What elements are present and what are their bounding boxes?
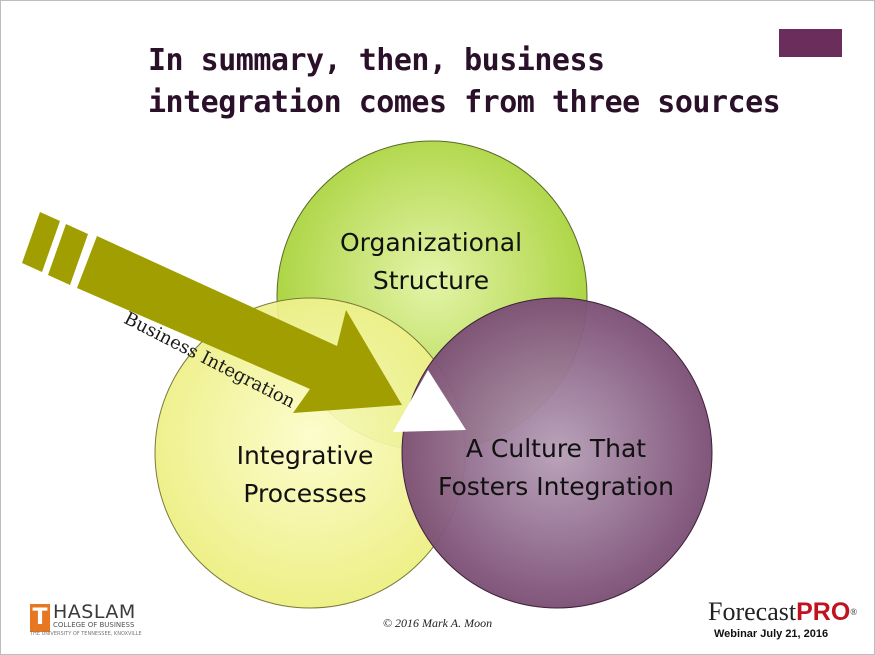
label-integrative-processes: Integrative Processes	[190, 437, 420, 513]
circle-culture-integration	[401, 297, 713, 609]
haslam-logo: T HASLAM COLLEGE OF BUSINESS THE UNIVERS…	[30, 602, 150, 638]
label-organizational-structure: Organizational Structure	[296, 224, 566, 300]
haslam-name: HASLAM	[53, 601, 136, 623]
forecastpro-logo: ForecastPRO® Webinar July 21, 2016	[708, 598, 857, 644]
forecastpro-brand: ForecastPRO®	[708, 597, 858, 627]
forecastpro-brand-b: PRO	[796, 598, 851, 626]
haslam-subtitle: COLLEGE OF BUSINESS	[53, 621, 135, 629]
label-culture-integration: A Culture That Fosters Integration	[416, 430, 696, 506]
label-top-line-2: Structure	[372, 266, 490, 295]
title-line-1: In summary, then, business	[148, 43, 605, 78]
forecastpro-brand-a: Forecast	[708, 597, 797, 626]
label-left-line-1: Integrative	[236, 441, 374, 470]
label-top-line-1: Organizational	[339, 228, 523, 257]
accent-block	[779, 29, 842, 57]
label-right-line-1: A Culture That	[465, 434, 647, 463]
label-right-line-2: Fosters Integration	[438, 472, 674, 501]
webinar-date: Webinar July 21, 2016	[714, 628, 829, 640]
copyright-text: © 2016 Mark A. Moon	[382, 616, 493, 630]
tennessee-t-icon: T	[30, 604, 50, 632]
title-line-2: integration comes from three sources	[148, 85, 781, 120]
label-left-line-2: Processes	[243, 479, 367, 508]
business-integration-arrow	[77, 236, 402, 413]
registered-mark: ®	[850, 607, 858, 617]
haslam-university: THE UNIVERSITY OF TENNESSEE, KNOXVILLE	[30, 631, 142, 637]
slide-title: In summary, then, business integration c…	[148, 40, 788, 124]
arrow-tail-stripe-2	[48, 224, 88, 285]
center-triangle	[393, 370, 466, 432]
arrow-tail-stripe-1	[22, 212, 60, 272]
